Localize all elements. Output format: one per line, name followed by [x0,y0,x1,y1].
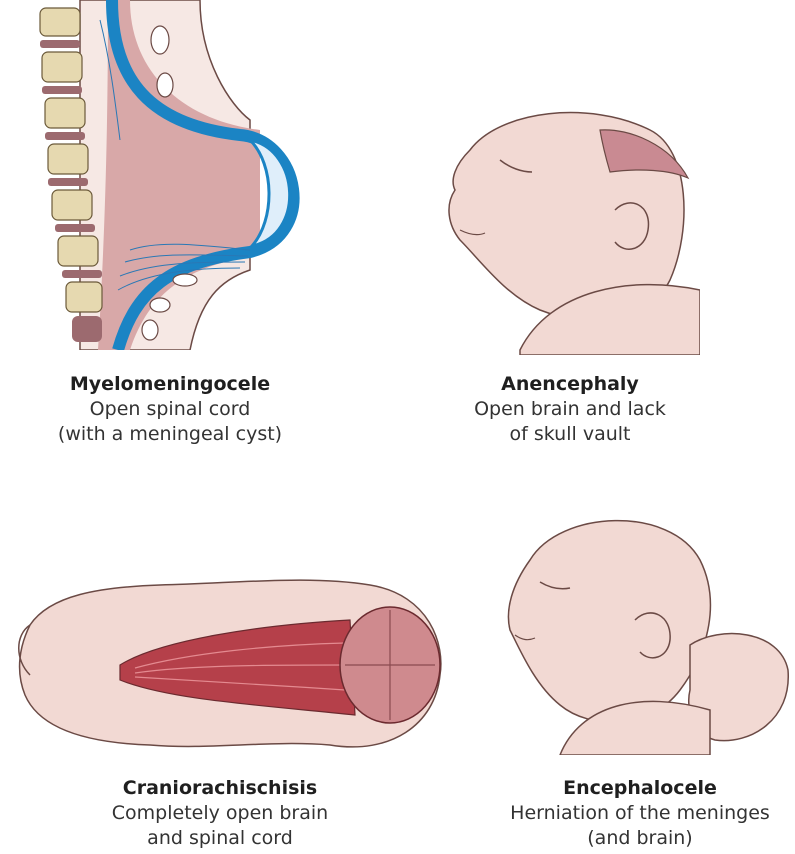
caption-myelomeningocele: Myelomeningocele Open spinal cord (with … [20,372,320,447]
caption-encephalocele: Encephalocele Herniation of the meninges… [490,776,790,851]
panel-title: Anencephaly [450,372,690,397]
caption-craniorachischisis: Craniorachischisis Completely open brain… [70,776,370,851]
panel-title: Encephalocele [490,776,790,801]
caption-anencephaly: Anencephaly Open brain and lack of skull… [450,372,690,447]
panel-description-line: (with a meningeal cyst) [20,422,320,447]
panel-description-line: Completely open brain [70,801,370,826]
anencephaly-illustration [430,90,700,355]
infant-head [508,521,710,723]
panel-description-line: of skull vault [450,422,690,447]
panel-description-line: Open brain and lack [450,397,690,422]
panel-description-line: and spinal cord [70,826,370,851]
ear [635,613,670,658]
myelomeningocele-illustration [0,0,340,350]
panel-description-line: (and brain) [490,826,790,851]
ear [615,203,648,249]
panel-description-line: Herniation of the meninges [490,801,790,826]
panel-title: Craniorachischisis [70,776,370,801]
encephalocele-illustration [500,500,790,755]
panel-description-line: Open spinal cord [20,397,320,422]
panel-title: Myelomeningocele [20,372,320,397]
craniorachischisis-illustration [10,565,445,765]
